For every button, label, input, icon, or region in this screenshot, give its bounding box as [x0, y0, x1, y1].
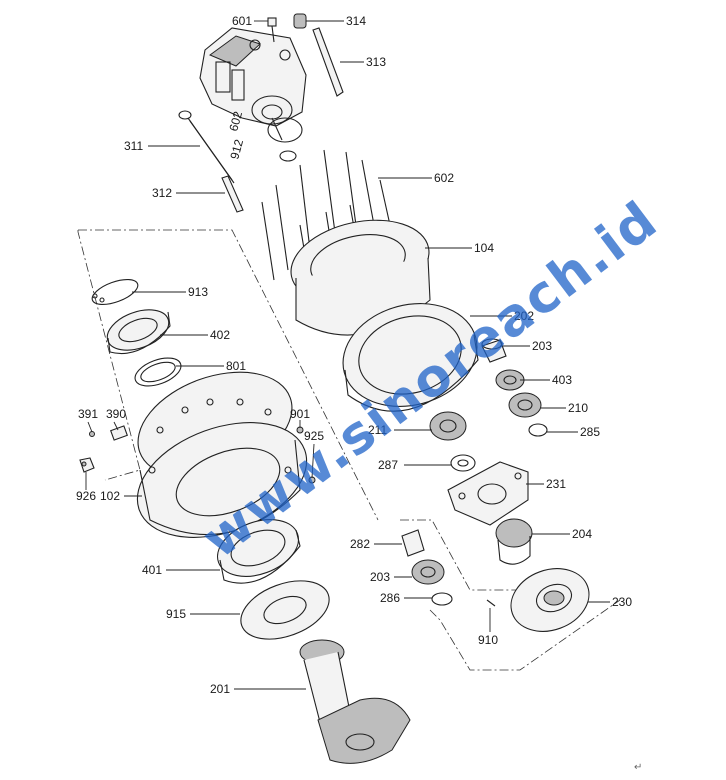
hub-102	[136, 371, 308, 538]
label-102: 102	[100, 489, 120, 503]
pin-910	[486, 599, 496, 607]
gear-403	[495, 369, 525, 391]
spacer-203	[481, 338, 507, 363]
label-402: 402	[210, 328, 230, 342]
label-204: 204	[572, 527, 592, 541]
label-231: 231	[546, 477, 566, 491]
bolt-601	[267, 17, 277, 43]
motor-label-602: 602	[226, 109, 245, 132]
label-401: 401	[142, 563, 162, 577]
plate-390	[110, 425, 128, 441]
corner-mark: ↵	[634, 762, 642, 773]
label-287: 287	[378, 458, 398, 472]
ring-801	[134, 357, 182, 387]
label-312: 312	[152, 186, 172, 200]
label-403: 403	[552, 373, 572, 387]
pin-282	[401, 529, 425, 557]
label-601: 601	[232, 14, 252, 28]
bearing-402	[106, 309, 171, 355]
part-labels: 601 314 313 311 312 602 104 913 202 402 …	[76, 14, 632, 696]
circlip-913	[91, 278, 139, 306]
label-901: 901	[290, 407, 310, 421]
fitting-926	[79, 457, 95, 473]
assembly-guide-lines	[77, 229, 621, 671]
leader-lines	[85, 20, 610, 690]
label-203-upper: 203	[532, 339, 552, 353]
label-391: 391	[78, 407, 98, 421]
dipstick-311	[178, 110, 235, 184]
label-286: 286	[380, 591, 400, 605]
washer-287	[450, 454, 476, 472]
label-285: 285	[580, 425, 600, 439]
motor-label-912: 912	[227, 137, 246, 160]
shaft-201	[299, 639, 411, 764]
label-210: 210	[568, 401, 588, 415]
label-313: 313	[366, 55, 386, 69]
hydraulic-motor	[199, 27, 307, 162]
bearing-401	[216, 519, 301, 584]
label-282: 282	[350, 537, 370, 551]
label-925: 925	[304, 429, 324, 443]
plug-391	[89, 431, 95, 437]
label-202: 202	[514, 309, 534, 323]
label-910: 910	[478, 633, 498, 647]
gear-210	[508, 392, 542, 418]
label-314: 314	[346, 14, 366, 28]
label-602: 602	[434, 171, 454, 185]
label-913: 913	[188, 285, 208, 299]
ring-286	[431, 592, 453, 606]
label-104: 104	[474, 241, 494, 255]
label-230: 230	[612, 595, 632, 609]
label-211: 211	[368, 423, 387, 437]
carrier-231	[447, 461, 529, 526]
ring-gear-202	[342, 303, 479, 412]
label-203-lower: 203	[370, 570, 390, 584]
seal-915	[240, 580, 330, 640]
ring-285	[528, 423, 548, 437]
gear-203	[411, 559, 445, 585]
pin-313	[312, 27, 344, 97]
label-201: 201	[210, 682, 230, 696]
gear-211	[429, 411, 467, 441]
gear-204	[495, 518, 533, 565]
label-926: 926	[76, 489, 96, 503]
tube-312	[221, 175, 244, 213]
label-311: 311	[124, 139, 143, 153]
label-801: 801	[226, 359, 246, 373]
label-390: 390	[106, 407, 126, 421]
label-915: 915	[166, 607, 186, 621]
plug-314	[293, 13, 307, 29]
carrier-230	[510, 568, 590, 632]
